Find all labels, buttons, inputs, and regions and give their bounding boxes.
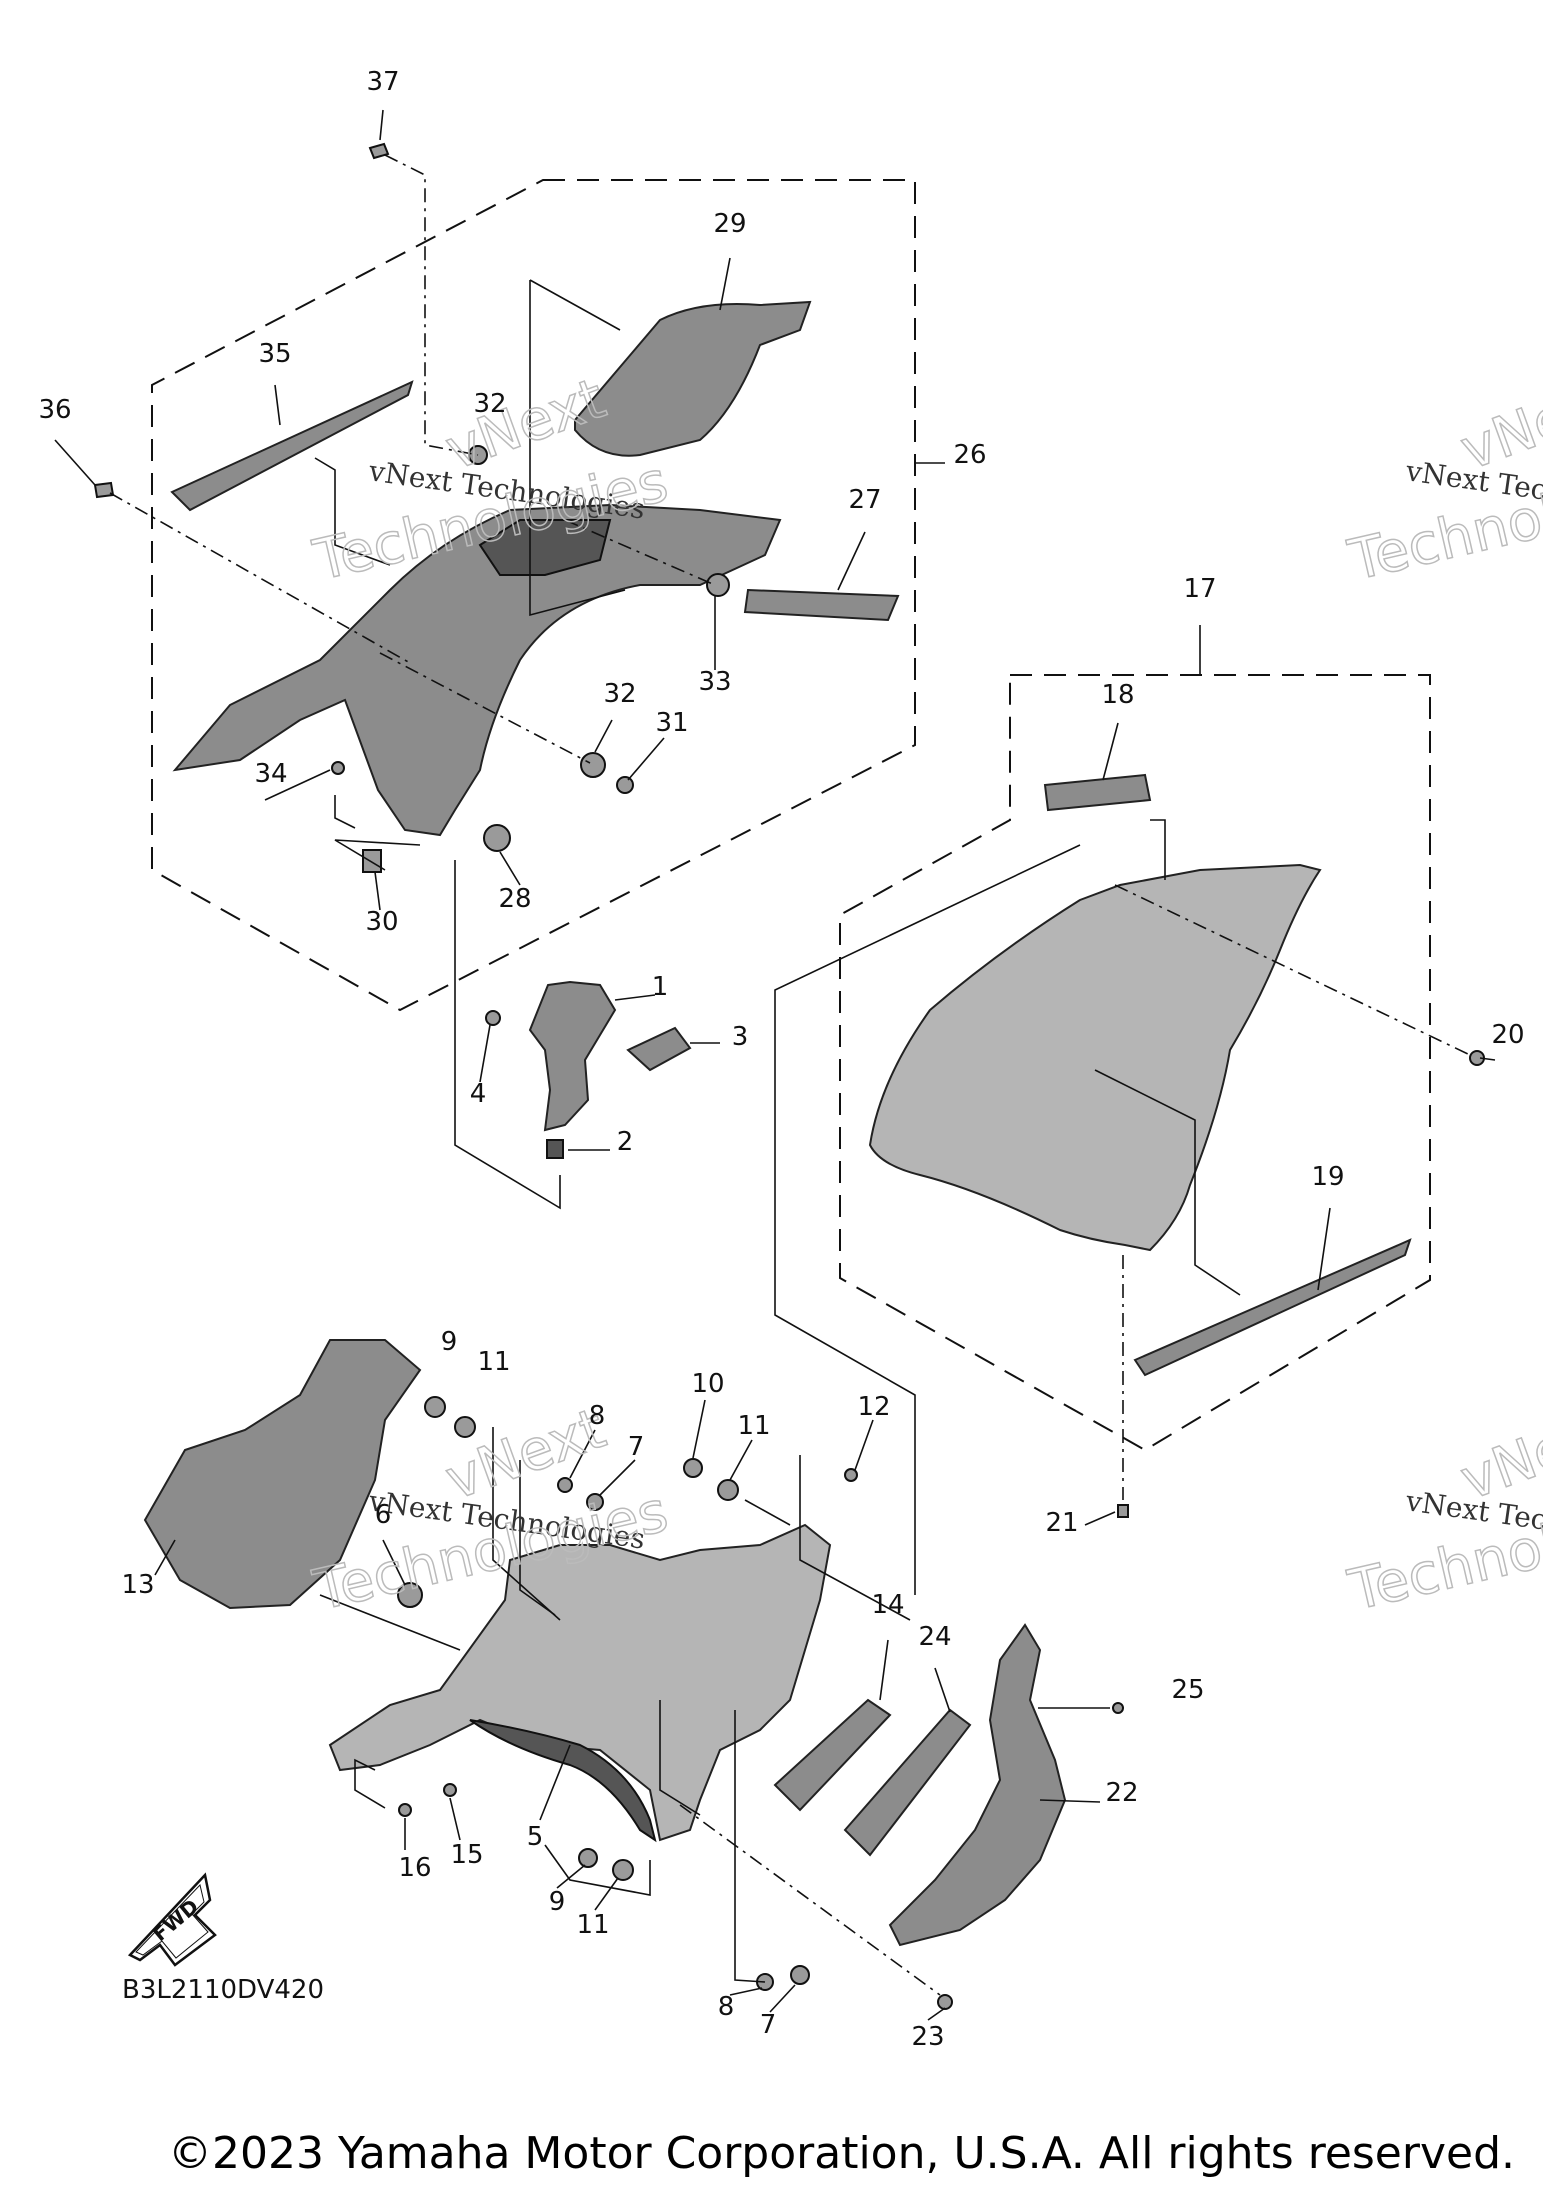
callout-8: 8 (589, 1401, 606, 1431)
callout-4: 4 (470, 1079, 487, 1109)
part-2-clip (546, 1139, 564, 1159)
callout-14: 14 (871, 1590, 904, 1620)
callout-34: 34 (254, 759, 287, 789)
part-23-screw (937, 1994, 953, 2010)
callout-1: 1 (652, 972, 669, 1002)
callout-7: 7 (760, 2010, 777, 2040)
callout-27: 27 (848, 485, 881, 515)
callout-8: 8 (718, 1992, 735, 2022)
callout-6: 6 (375, 1500, 392, 1530)
callout-2: 2 (617, 1127, 634, 1157)
callout-19: 19 (1311, 1162, 1344, 1192)
part-14-strip (773, 1698, 892, 1812)
callout-22: 22 (1105, 1778, 1138, 1808)
part-1-bracket (528, 980, 617, 1132)
callout-16: 16 (398, 1853, 431, 1883)
assembly-boundary-17 (839, 674, 1431, 1452)
part-27-strip (743, 588, 900, 622)
part-26-recess (478, 519, 612, 576)
callout-18: 18 (1101, 680, 1134, 710)
callout-37: 37 (366, 67, 399, 97)
callout-3: 3 (732, 1022, 749, 1052)
callout-21: 21 (1045, 1508, 1078, 1538)
part-16-clip (398, 1803, 412, 1817)
callout-13: 13 (121, 1570, 154, 1600)
callout-35: 35 (258, 339, 291, 369)
part-11-grommet (454, 1416, 476, 1438)
part-9-grommet-2 (578, 1848, 598, 1868)
callout-5: 5 (527, 1822, 544, 1852)
part-25-screw (1112, 1702, 1124, 1714)
callout-9: 9 (549, 1887, 566, 1917)
callout-30: 30 (365, 907, 398, 937)
part-34-clip (331, 761, 345, 775)
fwd-arrow-icon: FWD (127, 1872, 217, 1967)
part-12-clip (844, 1468, 858, 1482)
part-3-pad (626, 1026, 692, 1072)
part-36-screw (93, 481, 115, 499)
part-18-pad (1043, 773, 1152, 812)
part-37-screw (368, 142, 390, 160)
callout-32: 32 (473, 389, 506, 419)
callout-29: 29 (713, 209, 746, 239)
part-10-grommet (683, 1458, 703, 1478)
part-4-screw (485, 1010, 501, 1026)
callout-23: 23 (911, 2022, 944, 2052)
part-21-clip (1117, 1504, 1129, 1518)
callout-33: 33 (698, 667, 731, 697)
part-24-strip (843, 1708, 972, 1857)
assembly-boundary-26 (151, 179, 916, 1012)
part-33-grommet (706, 573, 730, 597)
callout-11: 11 (576, 1910, 609, 1940)
part-5-inner-recess (469, 1719, 657, 1843)
callout-32: 32 (603, 679, 636, 709)
callout-28: 28 (498, 884, 531, 914)
part-30-pad (362, 849, 382, 873)
callout-9: 9 (441, 1327, 458, 1357)
part-28-grommet (483, 824, 511, 852)
part-32-grommet-2 (580, 752, 606, 778)
callout-17: 17 (1183, 574, 1216, 604)
callout-10: 10 (691, 1369, 724, 1399)
part-9-grommet (424, 1396, 446, 1418)
callout-11: 11 (477, 1347, 510, 1377)
part-31-clip (616, 776, 634, 794)
part-11-grommet-2 (717, 1479, 739, 1501)
part-19-strip (1133, 1238, 1412, 1377)
callout-24: 24 (918, 1622, 951, 1652)
part-8-washer (557, 1477, 573, 1493)
callout-11: 11 (737, 1411, 770, 1441)
part-22-side-duct (888, 1623, 1067, 1947)
part-17-front-cowl (868, 863, 1322, 1252)
part-29-upper-cover (574, 300, 812, 457)
part-35-strip (170, 380, 414, 512)
part-26-inner-panel (172, 503, 782, 837)
part-15-screw (443, 1783, 457, 1797)
callout-36: 36 (38, 395, 71, 425)
callout-12: 12 (857, 1392, 890, 1422)
part-6-grommet (397, 1582, 423, 1608)
copyright-notice: ©2023 Yamaha Motor Corporation, U.S.A. A… (168, 2128, 1515, 2179)
diagram-code: B3L2110DV420 (122, 1975, 324, 2005)
callout-25: 25 (1171, 1675, 1204, 1705)
callout-labels: 1234567891011111213141516171819202122232… (38, 67, 1524, 2052)
callout-26: 26 (953, 440, 986, 470)
part-13-air-duct (143, 1339, 422, 1610)
part-7-screw (586, 1493, 604, 1511)
callout-20: 20 (1491, 1020, 1524, 1050)
callout-31: 31 (655, 708, 688, 738)
callout-7: 7 (628, 1432, 645, 1462)
part-7-screw-2 (790, 1965, 810, 1985)
callout-15: 15 (450, 1840, 483, 1870)
part-11-grommet-3 (612, 1859, 634, 1881)
